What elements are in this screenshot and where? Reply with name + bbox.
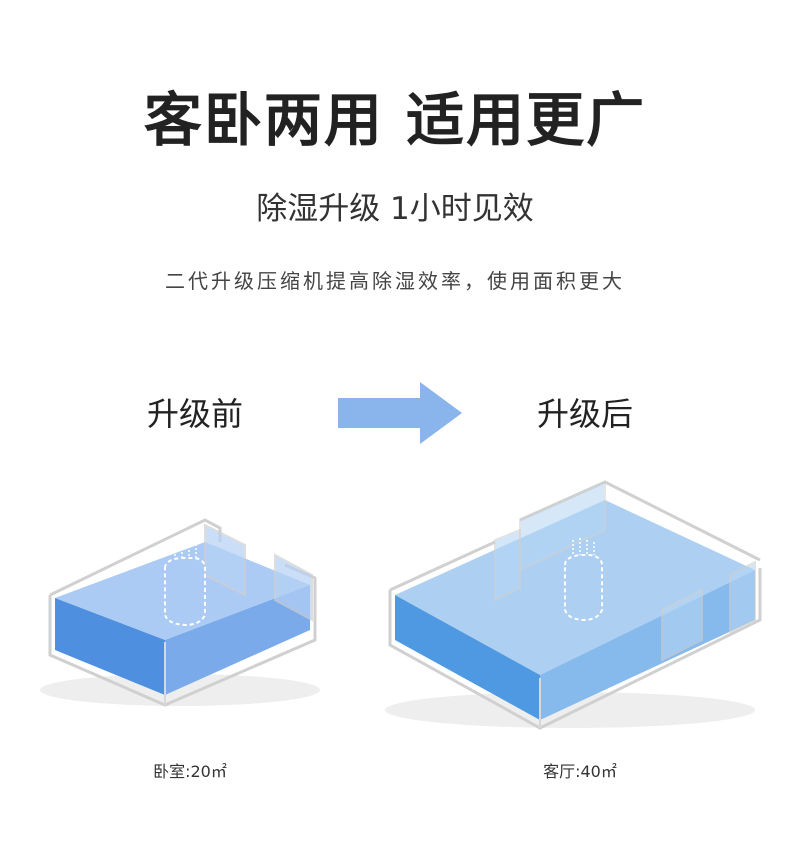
after-label: 升级后: [536, 395, 633, 433]
bedroom-caption: 卧室:20㎡: [153, 762, 227, 781]
subheadline: 除湿升级 1小时见效: [256, 191, 534, 227]
living-room-illustration: [385, 480, 762, 730]
living-room-caption: 客厅:40㎡: [543, 762, 617, 781]
headline: 客卧两用 适用更广: [143, 86, 647, 154]
bedroom-illustration: [40, 518, 320, 707]
right-arrow-icon: [338, 382, 462, 444]
description: 二代升级压缩机提高除湿效率，使用面积更大: [165, 269, 625, 293]
before-label: 升级前: [146, 395, 243, 433]
